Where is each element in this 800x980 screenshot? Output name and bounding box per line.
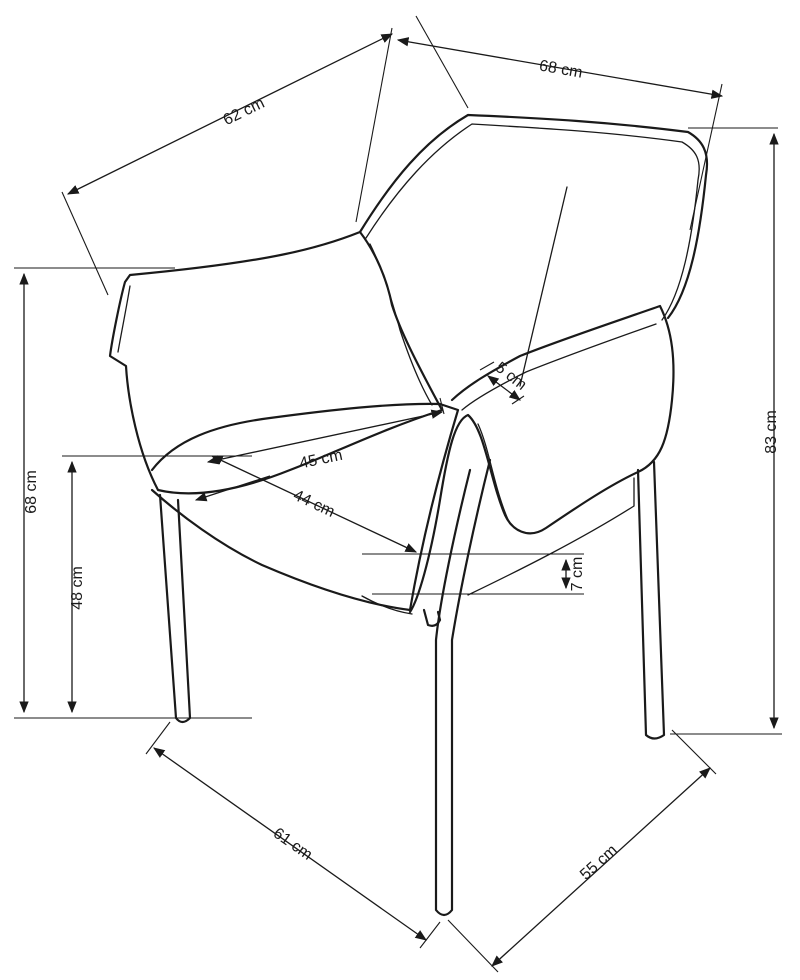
- dim-line-base-depth: [153, 747, 427, 941]
- label-seat-height: 48 cm: [69, 566, 86, 610]
- backrest-outline: [358, 113, 709, 320]
- backrest-inner-line: [365, 123, 700, 321]
- seat-front-rim: [361, 595, 413, 615]
- dim-line-top-width: [396, 37, 724, 99]
- label-seat-depth: 44 cm: [291, 487, 338, 521]
- right-armrest-rim: [461, 323, 657, 411]
- label-cushion-thickness: 7 cm: [569, 557, 586, 592]
- dim-line-base-width: [491, 767, 711, 967]
- dimension-lines: [14, 15, 782, 973]
- label-total-height: 83 cm: [763, 410, 780, 454]
- dim-line-seat-depth: [210, 455, 418, 553]
- dim-line-seat-depth-2: [194, 475, 271, 502]
- back-right-leg: [636, 460, 666, 740]
- chair-drawing: [108, 113, 709, 917]
- label-base-width: 55 cm: [577, 842, 621, 884]
- dimension-labels: 62 cm 68 cm 83 cm 68 cm 48 cm 45 cm 44 c…: [23, 57, 780, 883]
- label-armrest-height: 68 cm: [23, 470, 40, 514]
- label-seat-width: 45 cm: [298, 447, 344, 473]
- label-base-depth: 61 cm: [270, 825, 315, 864]
- back-left-leg: [422, 608, 442, 627]
- label-top-depth: 62 cm: [221, 95, 268, 129]
- label-armrest-width: 5 cm: [492, 359, 530, 394]
- dim-line-armrest-width: [487, 375, 521, 401]
- right-armrest-lower: [467, 477, 635, 596]
- backrest-seam: [519, 186, 568, 387]
- right-armrest: [408, 304, 675, 614]
- dim-line-seat-width: [206, 409, 444, 465]
- front-left-leg: [158, 493, 192, 724]
- dim-line-top-depth: [66, 33, 394, 195]
- left-armrest-rim: [117, 243, 433, 406]
- right-armrest-inner: [477, 423, 511, 525]
- front-right-leg: [434, 458, 492, 917]
- left-armrest: [108, 230, 444, 495]
- label-top-width: 68 cm: [538, 57, 584, 81]
